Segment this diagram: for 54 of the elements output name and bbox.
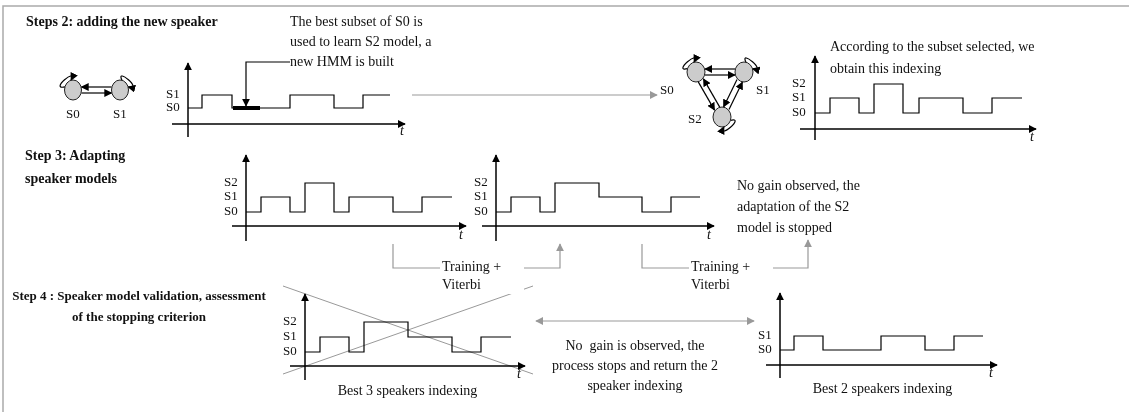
state-label: S0 <box>66 107 80 121</box>
axis-label: S0 <box>792 105 806 119</box>
axis-label: S2 <box>792 76 806 90</box>
arrow <box>702 78 721 108</box>
axis-label: S1 <box>758 328 772 342</box>
self-loop-arrow <box>120 75 136 92</box>
chart-caption: Best 2 speakers indexing <box>811 380 954 398</box>
state-label: S0 <box>660 83 674 97</box>
state-label: S2 <box>688 112 702 126</box>
arrow <box>728 81 743 111</box>
arrow <box>697 81 716 111</box>
highlighted-segment <box>233 106 260 110</box>
step-heading: Step 3: Adapting speaker models <box>25 147 127 188</box>
annotation-text: No gain observed, the adaptation of the S2 model is stopped <box>737 175 877 239</box>
self-loop-arrow <box>682 54 701 70</box>
state-label: S1 <box>756 83 770 97</box>
self-loop-arrow <box>717 119 736 135</box>
axis-label: t <box>517 367 521 381</box>
leader-arrow <box>242 61 291 107</box>
axis-label: t <box>1030 130 1034 144</box>
chart-caption: Best 3 speakers indexing <box>336 382 479 400</box>
step-heading: Step 4 : Speaker model validation, assessment of the stopping criterion <box>11 287 267 326</box>
state-label: S1 <box>113 107 127 121</box>
axis-label: S2 <box>474 175 488 189</box>
axis-label: S1 <box>224 189 238 203</box>
axis-label: S1 <box>792 90 806 104</box>
axis-label: S0 <box>283 344 297 358</box>
note-text: No gain is observed, the process stops and return the 2 speaker indexing <box>551 337 719 395</box>
axis-label: S0 <box>224 204 238 218</box>
axis-label: S2 <box>224 175 238 189</box>
axis-label: S1 <box>166 87 180 101</box>
self-loop-arrow <box>744 57 761 74</box>
note-text: According to the subset selected, we obtain this indexing <box>830 38 1036 78</box>
arrow <box>704 65 736 73</box>
axis-label: t <box>459 228 463 242</box>
arrow <box>411 91 658 99</box>
axis-label: S0 <box>166 100 180 114</box>
axis-label: S1 <box>474 189 488 203</box>
axis-label: S0 <box>758 342 772 356</box>
arrow <box>704 71 736 79</box>
step-heading: Steps 2: adding the new speaker <box>26 13 219 31</box>
edge-label: Training + Viterbi <box>440 258 524 294</box>
self-loop-arrow <box>59 72 78 88</box>
axis-label: t <box>707 228 711 242</box>
arrow <box>535 317 755 325</box>
axis-label: S1 <box>283 329 297 343</box>
arrow <box>80 89 113 97</box>
axis-label: t <box>400 124 404 138</box>
arrow <box>80 83 113 91</box>
arrow <box>723 78 738 108</box>
axis-label: t <box>989 366 993 380</box>
axis-label: S0 <box>474 204 488 218</box>
axis-label: S2 <box>283 314 297 328</box>
annotation-text: The best subset of S0 is used to learn S2 model, a new HMM is built <box>290 12 445 72</box>
